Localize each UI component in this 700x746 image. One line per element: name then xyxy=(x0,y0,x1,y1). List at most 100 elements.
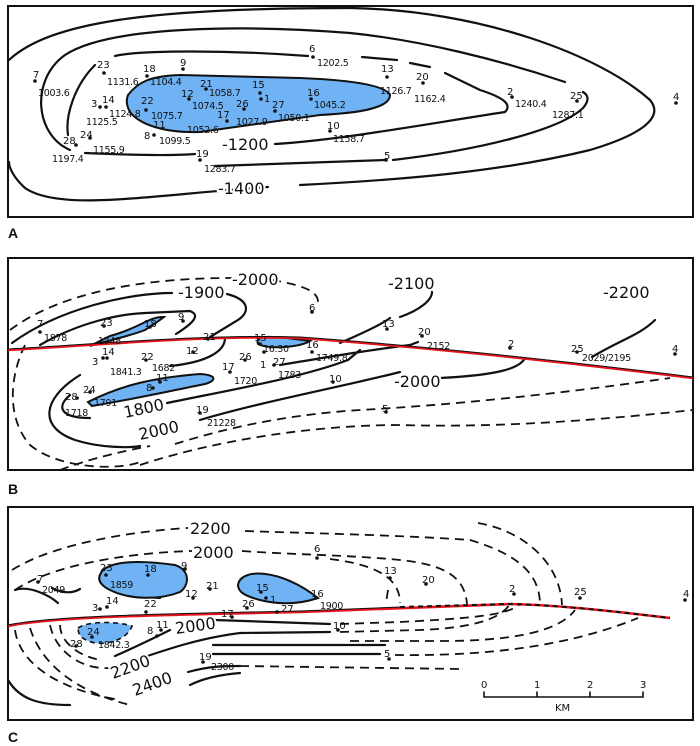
well-depth-value: 1125.5 xyxy=(86,117,118,128)
well-number: 14 xyxy=(102,347,115,358)
contour-line xyxy=(113,628,172,658)
well-dot-icon xyxy=(98,607,102,611)
well-dot-icon xyxy=(328,129,332,133)
contour-line-dashed xyxy=(239,665,461,670)
well-number: 4 xyxy=(683,589,689,600)
well-number: 24 xyxy=(80,130,93,141)
contour-line xyxy=(40,27,352,152)
well: 8 xyxy=(147,626,159,638)
contour-label: -2100 xyxy=(388,274,435,293)
well-depth-value: 1197.4 xyxy=(52,154,84,165)
well: 27 xyxy=(275,604,294,615)
well-number: 20 xyxy=(416,72,429,83)
well-depth-value: 1749.8 xyxy=(316,353,348,364)
contour-line-dashed xyxy=(11,527,541,606)
well: 3 xyxy=(92,356,105,368)
well: 28 xyxy=(70,639,83,650)
reservoir-area xyxy=(98,561,188,599)
well: 12 xyxy=(185,589,198,600)
well-depth-value: 1104.4 xyxy=(150,77,182,88)
well-depth-value: 1074.5 xyxy=(192,101,224,112)
well-dot-icon xyxy=(315,556,319,560)
well-number: 28 xyxy=(63,136,76,147)
well-depth-value: 2049 xyxy=(42,585,65,596)
panel-a-wells: 71003.6231131.6181104.49211058.715121074… xyxy=(33,44,679,175)
panel-a: 71003.6231131.6181104.49211058.715121074… xyxy=(7,5,694,241)
fault-line-dashed xyxy=(399,602,671,619)
contour-line-dashed xyxy=(11,344,141,468)
well-dot-icon xyxy=(201,660,205,664)
well: 6 xyxy=(309,303,315,314)
well-depth-value: 1720 xyxy=(234,376,257,387)
well: 4 xyxy=(683,589,689,602)
contour-line xyxy=(211,643,387,656)
fault-line xyxy=(7,335,694,378)
well-number: 20 xyxy=(422,575,435,586)
well-dot-icon xyxy=(259,97,263,101)
well-number: 14 xyxy=(106,596,119,607)
well-depth-value: 1155.9 xyxy=(93,145,125,156)
well-number: 2 xyxy=(507,87,513,98)
contour-line xyxy=(38,309,197,347)
panel-a-contours xyxy=(7,6,656,202)
well-number: 16 xyxy=(307,88,320,99)
well-depth-value: 1202.5 xyxy=(317,58,349,69)
well: 20 xyxy=(422,575,435,586)
well-depth-value: 1124.8 xyxy=(109,109,141,120)
well-number: 9 xyxy=(180,58,186,69)
panel-b-frame xyxy=(7,257,694,471)
well-depth-value: 1783 xyxy=(278,370,301,381)
well-number: 16 xyxy=(311,589,324,600)
well-depth-value: 1240.4 xyxy=(515,99,547,110)
well-number: 2 xyxy=(509,584,515,595)
well-dot-icon xyxy=(191,596,195,600)
well-dot-icon xyxy=(159,628,163,632)
well: 13 xyxy=(382,319,395,331)
panel-label: B xyxy=(8,481,18,497)
well: 1 xyxy=(260,350,266,371)
panel-a-contour-labels: -1200-1400 xyxy=(216,133,271,200)
well-depth-value: 1287.1 xyxy=(552,110,584,121)
well-number: 21 xyxy=(203,332,216,343)
well-dot-icon xyxy=(101,356,105,360)
panel-label: A xyxy=(8,225,18,241)
well-number: 8 xyxy=(144,131,150,142)
well-number: 17 xyxy=(217,110,230,121)
well-dot-icon xyxy=(90,635,94,639)
contour-line-dashed xyxy=(9,277,319,331)
well-dot-icon xyxy=(673,352,677,356)
well-dot-icon xyxy=(575,350,579,354)
well-dot-icon xyxy=(258,91,262,95)
panel-b: 7187823174818921121516.30161749.82612717… xyxy=(7,257,694,497)
well: 9 xyxy=(181,561,187,572)
contour-line-dashed xyxy=(385,589,389,604)
well-dot-icon xyxy=(105,605,109,609)
panel-b-wells: 7187823174818921121516.30161749.82612717… xyxy=(37,303,678,429)
contour-line xyxy=(213,618,332,626)
well-dot-icon xyxy=(384,158,388,162)
well-number: 4 xyxy=(673,92,679,103)
well-depth-value: 1718 xyxy=(65,408,88,419)
well-dot-icon xyxy=(387,657,391,661)
well-depth-value: 1841.3 xyxy=(110,367,142,378)
panel-label: C xyxy=(8,729,18,745)
well-number: 5 xyxy=(384,649,390,660)
contour-line-dashed xyxy=(14,627,131,706)
well-number: 12 xyxy=(185,589,198,600)
contour-label: -2000 xyxy=(232,270,279,289)
well-dot-icon xyxy=(336,628,340,632)
well-depth-value: 1682 xyxy=(152,363,175,374)
well-dot-icon xyxy=(75,396,79,400)
well-dot-icon xyxy=(98,105,102,109)
well-number: 18 xyxy=(144,564,157,575)
panel-c-frame xyxy=(7,506,694,721)
